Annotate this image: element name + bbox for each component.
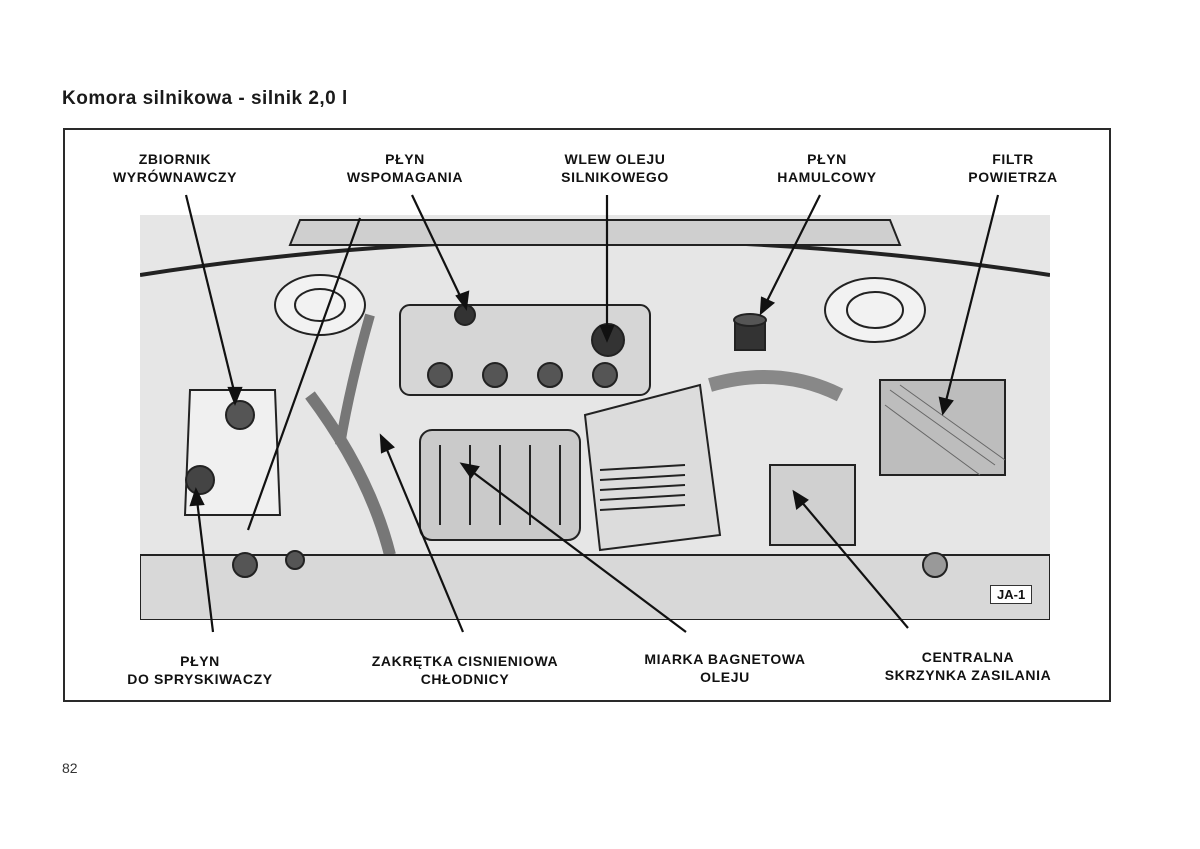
engine-bay-illustration	[140, 215, 1050, 620]
page-title: Komora silnikowa - silnik 2,0 l	[62, 88, 348, 109]
page-number: 82	[62, 760, 78, 776]
figure-code: JA-1	[990, 585, 1033, 604]
figure-frame	[63, 128, 1111, 702]
